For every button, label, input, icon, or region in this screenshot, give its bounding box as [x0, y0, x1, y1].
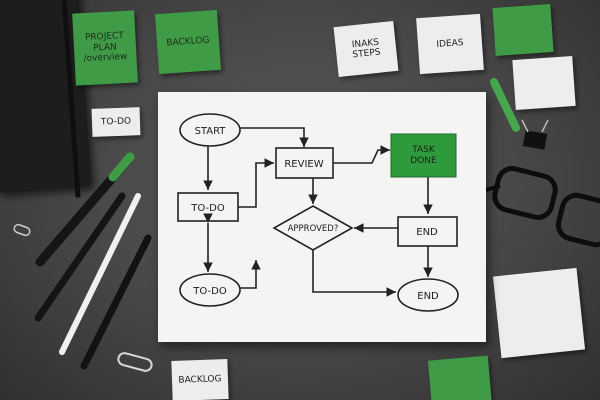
arrow-review-to-taskdone — [333, 145, 390, 164]
arrow-start-to-review — [240, 127, 309, 147]
todo-lower-node — [179, 273, 241, 307]
end-box-label: END — [416, 227, 438, 238]
review-label: REVIEW — [284, 159, 323, 170]
arrow-todolower-to-approved — [240, 260, 261, 289]
task-done-text: TASK DONE — [391, 134, 456, 177]
task-done-label: TASK DONE — [410, 144, 437, 166]
green-highlighter — [490, 78, 520, 132]
task-done-node — [390, 133, 457, 178]
end-oval-label: END — [417, 291, 439, 302]
eyeglasses — [485, 166, 600, 248]
arrow-todo-to-review — [238, 158, 274, 208]
paper-clip-bottom — [117, 352, 153, 372]
binder-clip — [521, 119, 549, 150]
paper-clip-left — [13, 223, 31, 237]
white-pencil — [59, 193, 141, 355]
approved-label: APPROVED? — [288, 224, 339, 234]
marker-pen-green-cap — [35, 152, 135, 267]
end-oval-node — [397, 278, 459, 312]
arrow-approved-to-endoval — [312, 250, 396, 297]
black-pen — [34, 192, 126, 322]
start-node — [179, 113, 241, 147]
black-pencil — [80, 234, 152, 370]
todo-lower-label: TO-DO — [192, 286, 227, 297]
todo-upper-label: TO-DO — [190, 203, 225, 214]
start-label: START — [195, 126, 227, 137]
